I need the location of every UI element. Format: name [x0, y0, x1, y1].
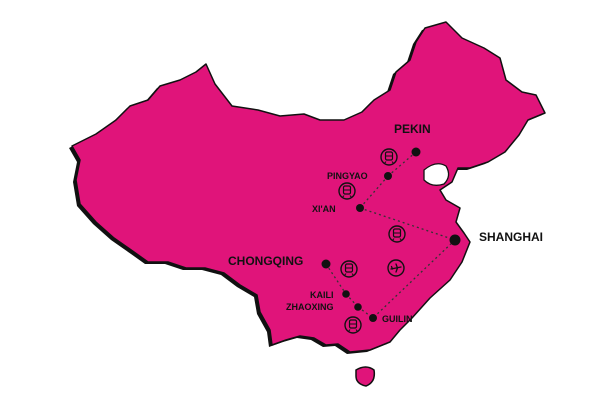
city-label-pekin: PEKIN — [394, 122, 431, 136]
city-dot-pekin — [411, 147, 421, 157]
route-pingyao-xian — [359, 175, 389, 209]
city-dot-kaili — [342, 290, 350, 298]
city-label-zhaoxing: ZHAOXING — [286, 302, 334, 312]
city-dot-shanghai — [449, 234, 461, 246]
route-pekin-pingyao — [387, 151, 417, 177]
city-label-guilin: GUILIN — [382, 314, 413, 324]
city-dot-pingyao — [384, 172, 392, 180]
train-icon — [388, 225, 406, 243]
route-chongqing-kaili — [325, 263, 347, 295]
city-dot-xian — [356, 204, 364, 212]
train-icon — [380, 148, 398, 166]
city-dot-guilin — [369, 314, 377, 322]
city-label-pingyao: PINGYAO — [327, 171, 368, 181]
route-shanghai-guilin — [372, 239, 456, 319]
route-lines — [325, 151, 456, 319]
city-markers — [321, 147, 461, 322]
train-icon — [344, 316, 362, 334]
island-hainan — [355, 366, 376, 387]
city-label-shanghai: SHANGHAI — [479, 230, 543, 244]
train-icon — [338, 182, 356, 200]
route-xian-shanghai — [359, 207, 456, 241]
city-dot-zhaoxing — [354, 303, 362, 311]
plane-icon — [387, 259, 405, 277]
bay-cutout — [423, 163, 450, 186]
city-label-kaili: KAILI — [310, 290, 334, 300]
train-icon — [340, 260, 358, 278]
city-dot-chongqing — [321, 259, 331, 269]
country-land — [71, 21, 546, 353]
city-label-chongqing: CHONGQING — [228, 254, 303, 268]
city-label-xian: XI'AN — [312, 204, 336, 214]
